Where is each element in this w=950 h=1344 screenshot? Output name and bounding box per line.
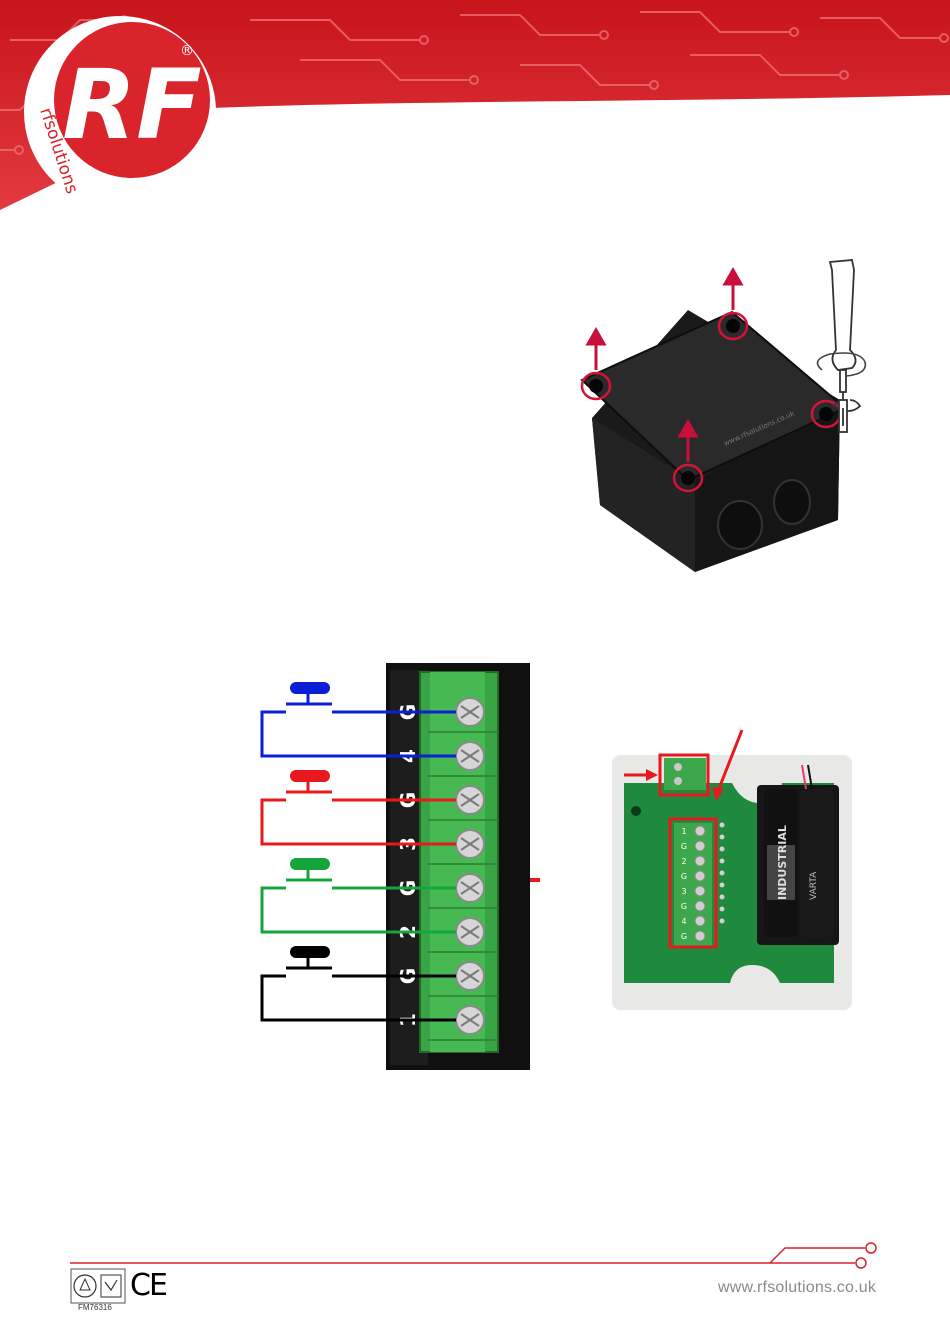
pcb-terminal-screw [695,916,705,926]
pcb-terminal-screw [695,886,705,896]
pcb-terminal-screw [695,826,705,836]
screw-hole [681,471,695,485]
pcb-terminal-label: 4 [681,917,686,926]
screwdriver-icon [830,260,860,432]
header-pin [720,919,725,924]
push-button-cap-icon [290,682,330,694]
pcb-terminal-label: 2 [681,857,686,866]
pcb-terminal-label: G [681,872,687,881]
battery-brand: VARTA [809,871,819,900]
ce-mark: CE [130,1270,166,1302]
pcb-terminal-label: 3 [681,887,686,896]
logo-registered: ® [180,43,194,59]
header-pin [720,859,725,864]
push-button-cap-icon [290,858,330,870]
certificate-code: FM76316 [78,1303,112,1312]
logo-mark: RF [62,49,202,161]
header-pin [720,847,725,852]
pcb-terminal-label: G [681,842,687,851]
certification-logos [70,1268,126,1304]
pcb-terminal-label: G [681,902,687,911]
header-pin [720,871,725,876]
header-pin [720,895,725,900]
footer-circuit-line [70,1240,910,1280]
screw-hole [819,407,833,421]
header-banner: RF ® rfsolutions [0,0,950,240]
battery-label: INDUSTRIAL [776,825,789,900]
header-pin [720,907,725,912]
pcb-terminal-screw [695,901,705,911]
header-pin [720,883,725,888]
push-button-cap-icon [290,946,330,958]
header-pin [720,835,725,840]
pcb-terminal-screw [695,841,705,851]
cable-gland [774,480,810,524]
header-pin [720,823,725,828]
push-button-cap-icon [290,770,330,782]
screw-hole [726,319,740,333]
website-url[interactable]: www.rfsolutions.co.uk [718,1279,876,1297]
pcb-terminal-screw [695,931,705,941]
battery [800,789,834,937]
enclosure-lid-removal-illustration: www.rfsolutions.co.uk [560,250,880,580]
pcb-terminal-screw [695,871,705,881]
pcb-terminal-label: 1 [681,827,686,836]
cable-gland [718,501,762,549]
pcb-terminal-label: G [681,932,687,941]
screw-hole [589,379,603,393]
pcb-terminal-screw [695,856,705,866]
